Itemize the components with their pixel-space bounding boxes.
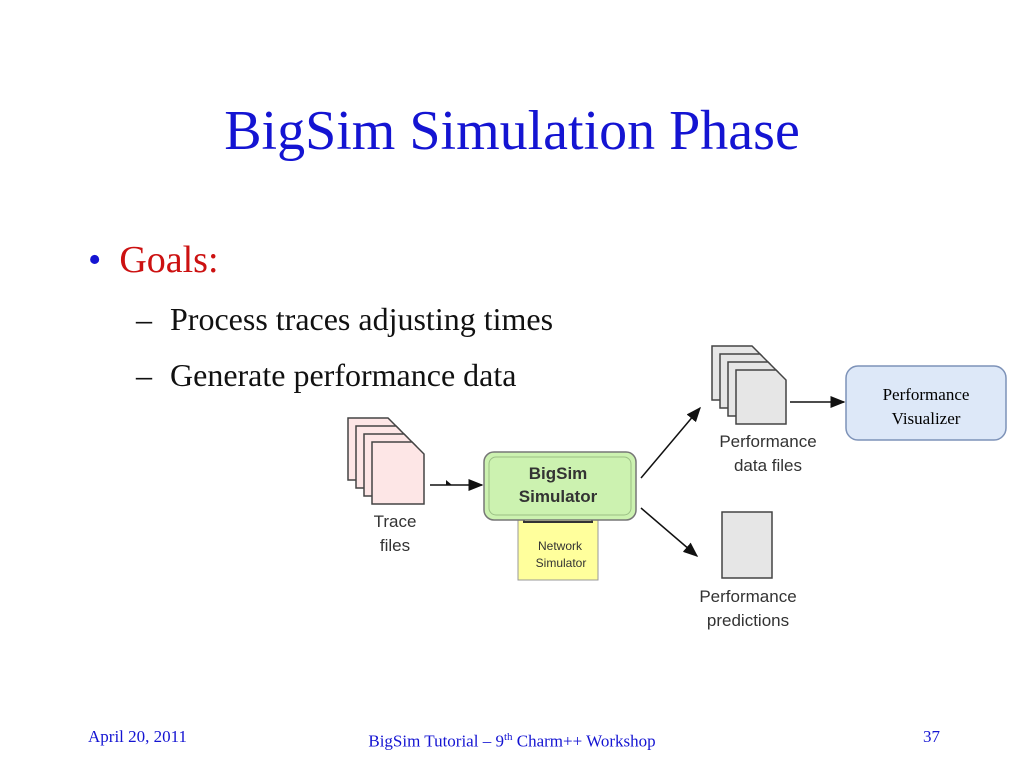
footer-title-suffix: Charm++ Workshop — [512, 731, 656, 751]
bigsim-simulator-label: BigSim — [529, 464, 588, 483]
slide-title: BigSim Simulation Phase — [224, 100, 800, 162]
goals-label: Goals: — [119, 239, 219, 281]
performance-predictions-label: predictions — [707, 611, 789, 630]
bigsim-simulator-box — [483, 451, 637, 521]
bullet-dot: • — [88, 239, 102, 281]
performance-predictions-file — [721, 511, 773, 579]
goals-bullet: • Goals: — [88, 238, 219, 282]
footer-title-prefix: BigSim Tutorial – 9 — [368, 731, 504, 751]
network-simulator-label: Simulator — [536, 556, 587, 570]
network-simulator-label: Network — [538, 539, 583, 553]
performance-data-files-label: data files — [734, 456, 802, 475]
footer-title-sup: th — [503, 731, 513, 743]
performance-visualizer-box — [845, 365, 1007, 441]
sub-bullet-2: –Generate performance data — [136, 356, 516, 394]
sub-bullet-1: –Process traces adjusting times — [136, 300, 553, 338]
footer-date: April 20, 2011 — [88, 727, 188, 746]
trace-files-stack — [347, 417, 425, 505]
trace-file-icon — [371, 441, 425, 505]
dash-glyph: – — [136, 301, 152, 337]
performance-visualizer-label: Visualizer — [892, 409, 961, 428]
bigsim-simulator-inner — [488, 456, 632, 516]
arrow-tick-icon — [446, 480, 452, 485]
arrow-to-predictions — [640, 507, 699, 557]
sub-bullet-text: Process traces adjusting times — [170, 301, 554, 337]
performance-data-files-label: Performance — [719, 432, 816, 451]
trace-files-label: Trace — [374, 512, 417, 531]
footer-title: BigSim Tutorial – 9th Charm++ Workshop — [0, 726, 1024, 753]
performance-visualizer-label: Performance — [883, 385, 970, 404]
dash-glyph: – — [136, 357, 152, 393]
performance-predictions-label: Performance — [699, 587, 796, 606]
arrow-to-data-files — [640, 406, 701, 479]
data-file-icon — [735, 369, 787, 425]
trace-files-label: files — [380, 536, 410, 555]
performance-data-files-stack — [711, 345, 787, 425]
footer-page-number: 37 — [923, 727, 940, 746]
sub-bullet-text: Generate performance data — [170, 357, 517, 393]
bigsim-simulator-label: Simulator — [519, 487, 598, 506]
